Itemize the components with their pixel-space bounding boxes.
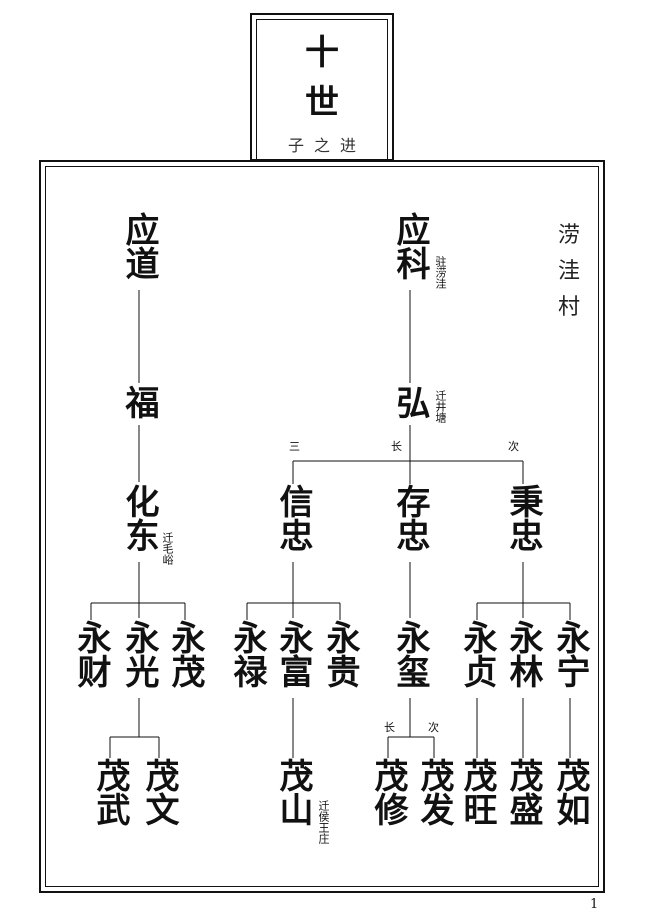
person-huadong: 化东 — [119, 484, 159, 552]
page-border-outer — [39, 160, 605, 893]
person-yongfu: 永富 — [273, 620, 313, 688]
note-yingke: 驻涝洼 — [434, 256, 447, 289]
note-huadong: 迁毛峪 — [161, 532, 174, 565]
person-yongning: 永宁 — [550, 620, 590, 688]
title-box-outer — [250, 13, 394, 161]
note-maoshan: 迁侯王庄 — [317, 800, 330, 844]
person-yongxi: 永玺 — [390, 620, 430, 688]
note-hong: 迁井塘 — [434, 390, 447, 423]
person-yongcai: 永财 — [71, 620, 111, 688]
person-yonggui: 永贵 — [320, 620, 360, 688]
person-xinzhong: 信忠 — [273, 484, 313, 552]
person-yongmao: 永茂 — [165, 620, 205, 688]
order-label-second: 次 — [508, 440, 519, 453]
order-label-third: 三 — [289, 440, 300, 453]
person-maowang: 茂旺 — [457, 758, 497, 826]
person-yongzhen: 永贞 — [457, 620, 497, 688]
village-char-3: 村 — [557, 295, 580, 320]
person-yongguang: 永光 — [119, 620, 159, 688]
generation-char-2: 世 — [305, 83, 339, 123]
order-label-second-b: 次 — [428, 721, 439, 734]
person-yingdao: 应道 — [119, 212, 159, 280]
person-bingzhong: 秉忠 — [503, 484, 543, 552]
person-cunzhong: 存忠 — [390, 484, 430, 552]
person-maosheng: 茂盛 — [503, 758, 543, 826]
page-number: 1 — [590, 897, 599, 912]
village-char-2: 洼 — [557, 259, 580, 284]
person-yonglu: 永禄 — [227, 620, 267, 688]
village-char-1: 涝 — [557, 223, 580, 248]
person-yingke: 应科 — [390, 212, 430, 280]
person-maofa: 茂发 — [414, 758, 454, 826]
page-border-inner — [45, 166, 599, 887]
person-maoxiu: 茂修 — [368, 758, 408, 826]
person-maoshan: 茂山 — [273, 758, 313, 826]
lineage-label: 子之进 — [287, 136, 366, 155]
person-fu: 福 — [119, 385, 159, 419]
order-label-eldest-b: 长 — [384, 721, 395, 734]
title-box-inner — [256, 19, 388, 161]
person-maowen: 茂文 — [139, 758, 179, 826]
person-hong: 弘 — [390, 385, 430, 419]
person-maowu: 茂武 — [90, 758, 130, 826]
order-label-eldest: 长 — [391, 440, 402, 453]
person-yonglin: 永林 — [503, 620, 543, 688]
generation-char-1: 十 — [305, 33, 339, 73]
person-maoru: 茂如 — [550, 758, 590, 826]
